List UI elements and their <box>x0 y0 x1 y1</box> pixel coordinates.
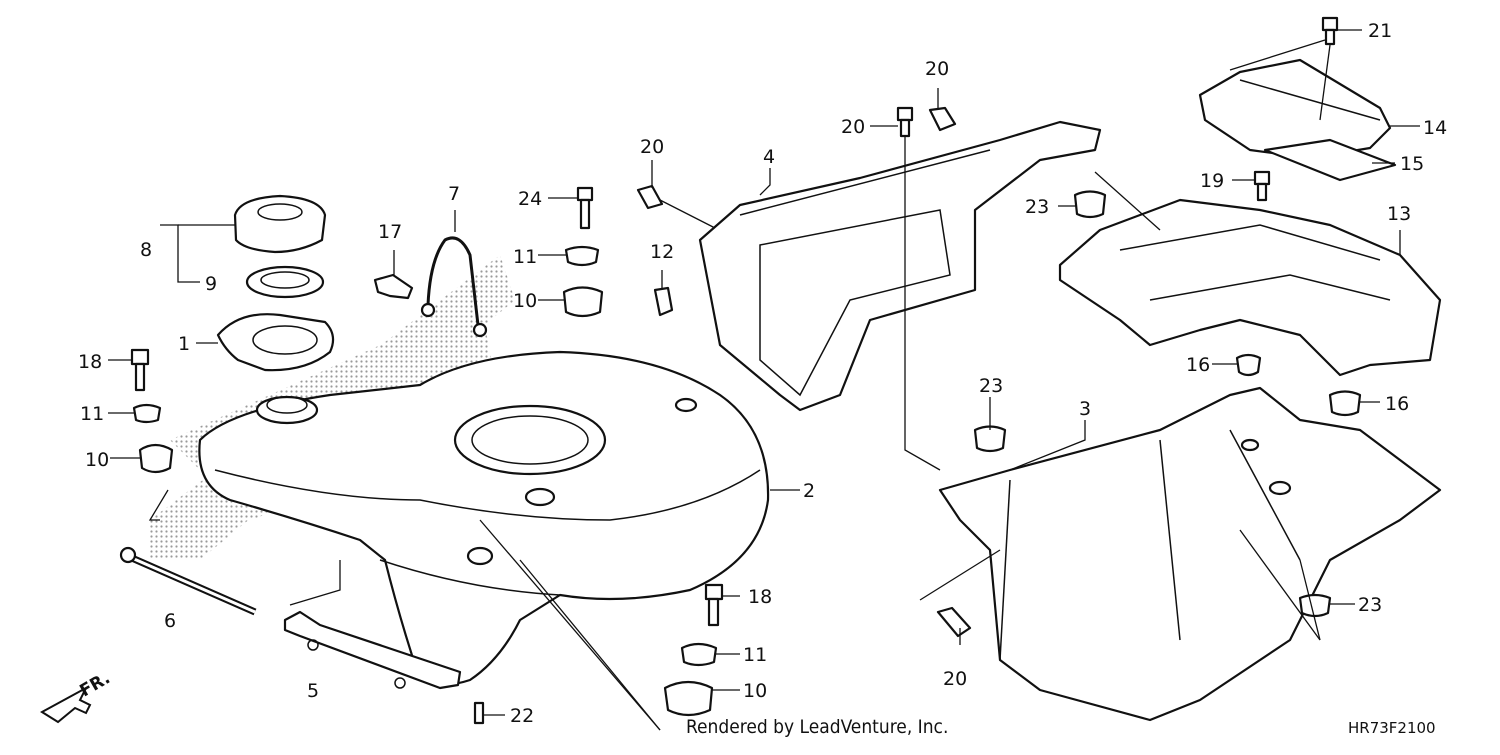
fuel-cap <box>233 194 327 254</box>
callout-7: 7 <box>448 183 460 205</box>
callout-5: 5 <box>307 680 319 702</box>
callout-18: 18 <box>78 351 102 373</box>
bolt-17 <box>373 273 414 300</box>
callout-15: 15 <box>1400 153 1424 175</box>
callout-1: 1 <box>178 333 190 355</box>
callout-20: 20 <box>925 58 949 80</box>
fuel-hose <box>420 236 488 338</box>
small-bolts <box>636 16 1339 638</box>
callout-3: 3 <box>1079 398 1091 420</box>
callout-22: 22 <box>510 705 534 727</box>
callout-24: 24 <box>518 188 542 210</box>
tank-strap <box>119 546 257 616</box>
battery-cover <box>1198 58 1392 160</box>
center-mount-stack <box>562 186 604 318</box>
callout-12: 12 <box>650 241 674 263</box>
credit-text: Rendered by LeadVenture, Inc. <box>686 716 948 738</box>
left-mount-stack <box>130 348 174 474</box>
front-direction-icon <box>40 685 92 724</box>
callout-6: 6 <box>164 610 176 632</box>
tank-band <box>283 610 462 690</box>
callout-11: 11 <box>80 403 104 425</box>
callout-9: 9 <box>205 273 217 295</box>
fuel-tank <box>198 350 770 687</box>
callout-2: 2 <box>803 480 815 502</box>
callout-labels: 8 9 1 18 11 10 17 7 24 11 10 20 12 4 20 … <box>78 20 1447 727</box>
callout-13: 13 <box>1387 203 1411 225</box>
callout-11: 11 <box>513 246 537 268</box>
clip-12 <box>653 286 674 317</box>
lower-mount-stack <box>663 583 724 717</box>
side-cover <box>698 120 1102 412</box>
cap-gasket <box>245 265 325 299</box>
callout-17: 17 <box>378 221 402 243</box>
callout-10: 10 <box>513 290 537 312</box>
leader-lines <box>108 29 1420 731</box>
callout-11: 11 <box>743 644 767 666</box>
callout-20: 20 <box>841 116 865 138</box>
callout-21: 21 <box>1368 20 1392 42</box>
callout-10: 10 <box>85 449 109 471</box>
callout-16: 16 <box>1186 354 1210 376</box>
callout-20: 20 <box>640 136 664 158</box>
pad-15 <box>1263 138 1397 182</box>
callout-23: 23 <box>1358 594 1382 616</box>
drawing-code: HR73F2100 <box>1348 719 1436 737</box>
callout-14: 14 <box>1423 117 1447 139</box>
callout-8: 8 <box>140 239 152 261</box>
filler-mount <box>216 313 335 372</box>
callout-4: 4 <box>763 146 775 168</box>
callout-10: 10 <box>743 680 767 702</box>
clip-22 <box>473 701 485 725</box>
battery-box <box>1058 198 1442 377</box>
grommets <box>973 190 1362 618</box>
callout-23: 23 <box>979 375 1003 397</box>
callout-20: 20 <box>943 668 967 690</box>
under-tray <box>938 386 1442 722</box>
callout-23: 23 <box>1025 196 1049 218</box>
callout-16: 16 <box>1385 393 1409 415</box>
callout-19: 19 <box>1200 170 1224 192</box>
callout-18: 18 <box>748 586 772 608</box>
